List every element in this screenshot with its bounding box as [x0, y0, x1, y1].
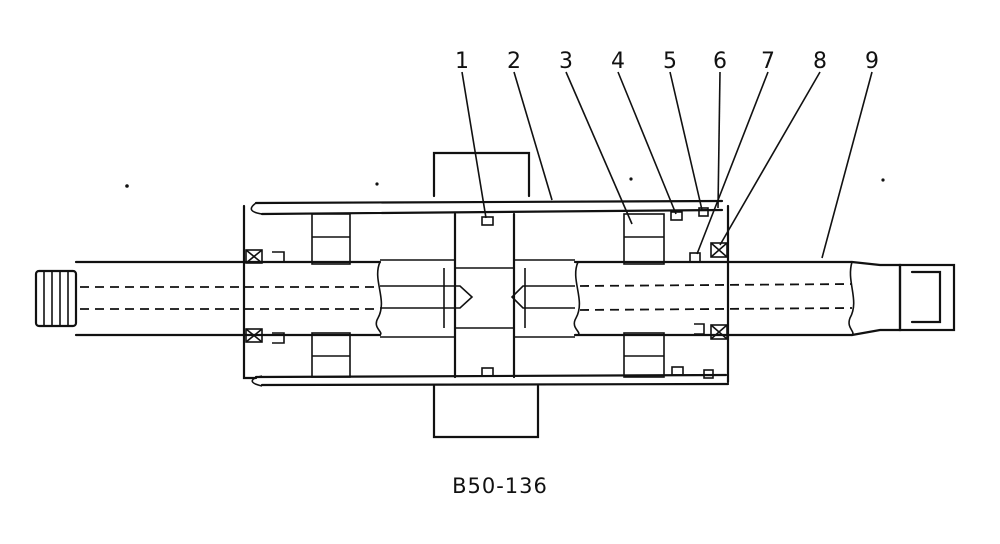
callout-1: 1: [455, 49, 469, 74]
callout-7: 7: [761, 49, 775, 74]
callout-8: 8: [813, 49, 827, 74]
left-gland: [311, 213, 351, 378]
callout-3: 3: [559, 49, 573, 74]
callout-2: 2: [507, 49, 521, 74]
callout-9: 9: [865, 49, 879, 74]
figure-caption: B50-136: [452, 474, 548, 498]
callout-6: 6: [713, 49, 727, 74]
piston: [380, 212, 575, 379]
leader-lines: [461, 71, 873, 259]
right-gland: [623, 213, 665, 378]
bottom-mounting-block: [432, 384, 540, 439]
callout-4: 4: [611, 49, 625, 74]
left-seals: [245, 249, 285, 344]
specks: [125, 177, 885, 188]
callout-5: 5: [663, 49, 677, 74]
left-rod: [34, 260, 474, 337]
barrel: [242, 199, 730, 387]
top-mounting-block: [432, 151, 531, 198]
right-seals: [689, 242, 728, 340]
right-rod: [510, 260, 956, 337]
o-rings: [481, 207, 714, 379]
